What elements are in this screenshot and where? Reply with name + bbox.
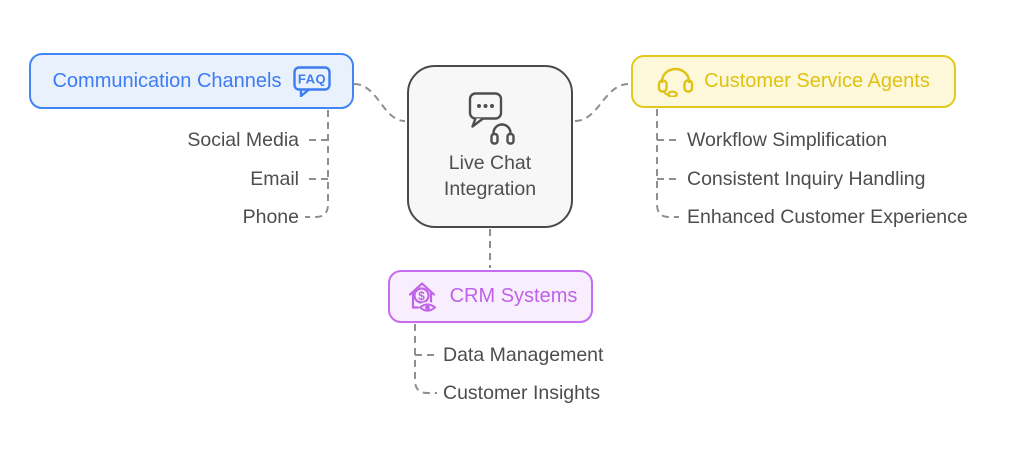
connector-blue-to-center xyxy=(353,83,406,122)
child-item-customer-insights[interactable]: Customer Insights xyxy=(443,382,601,404)
child-item-social-media[interactable]: Social Media xyxy=(187,129,299,151)
faq-speech-bubble-icon: FAQ xyxy=(292,65,331,97)
child-item-email[interactable]: Email xyxy=(250,168,299,190)
headset-icon xyxy=(657,67,694,97)
crm-systems-label: CRM Systems xyxy=(449,285,578,307)
child-item-enhanced-customer-experience[interactable]: Enhanced Customer Experience xyxy=(687,206,968,228)
faq-icon-text: FAQ xyxy=(297,71,325,86)
customer-service-agents-label: Customer Service Agents xyxy=(704,70,930,92)
node-communication-channels[interactable]: Communication Channels FAQ xyxy=(29,53,354,109)
node-live-chat-integration[interactable]: Live Chat Integration xyxy=(407,65,573,228)
node-customer-service-agents[interactable]: Customer Service Agents xyxy=(631,55,956,108)
child-item-phone[interactable]: Phone xyxy=(242,206,299,228)
child-item-consistent-inquiry-handling[interactable]: Consistent Inquiry Handling xyxy=(687,168,926,190)
house-dollar-eye-icon: $ xyxy=(408,281,437,313)
connector-center-to-yellow xyxy=(574,83,630,122)
connector-purple-children-spine xyxy=(414,324,437,394)
connector-blue-children-spine xyxy=(305,110,329,218)
crm-icon-dollar-text: $ xyxy=(418,288,425,302)
child-item-workflow-simplification[interactable]: Workflow Simplification xyxy=(687,129,888,151)
node-crm-systems[interactable]: $ CRM Systems xyxy=(388,270,593,323)
connector-yellow-children-spine xyxy=(656,109,679,218)
child-item-data-management[interactable]: Data Management xyxy=(443,344,604,366)
chat-bubble-headset-icon xyxy=(468,91,515,145)
communication-channels-label: Communication Channels xyxy=(52,69,282,92)
center-node-label: Live Chat Integration xyxy=(443,151,537,200)
